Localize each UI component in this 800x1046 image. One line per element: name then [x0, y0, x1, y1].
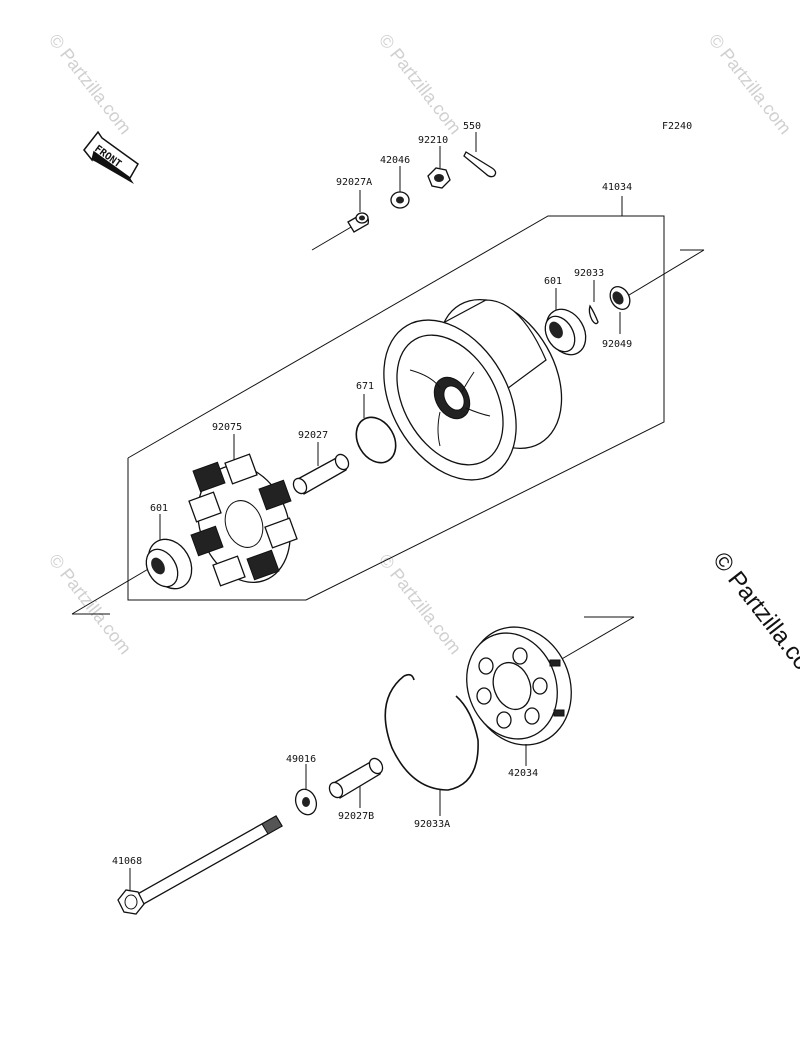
label-41068: 41068	[112, 856, 142, 867]
watermark: © Partzilla.com	[375, 30, 465, 138]
coupling-42034	[466, 626, 572, 766]
watermark: © Partzilla.com	[375, 550, 465, 658]
axle-41068	[117, 815, 283, 915]
seal-92049	[609, 286, 631, 334]
collar-92027	[292, 442, 350, 495]
damper-92075	[188, 434, 298, 587]
bearing-601-top	[544, 288, 587, 356]
label-92075: 92075	[212, 422, 242, 433]
cotter-pin-550	[463, 132, 497, 178]
label-92027B: 92027B	[338, 811, 374, 822]
watermark: © Partzilla.com	[45, 550, 135, 658]
watermark-large: © Partzilla.com	[707, 547, 800, 691]
label-92210: 92210	[418, 135, 448, 146]
label-671: 671	[356, 381, 374, 392]
axis-line	[311, 222, 359, 251]
label-42034: 42034	[508, 768, 538, 779]
figure-code: F2240	[662, 121, 692, 132]
label-92033: 92033	[574, 268, 604, 279]
wheel-drum	[383, 298, 563, 481]
label-92027: 92027	[298, 430, 328, 441]
collar-92027A	[347, 190, 370, 233]
label-92033A: 92033A	[414, 819, 450, 830]
axis-line	[71, 567, 151, 615]
label-550: 550	[463, 121, 481, 132]
label-41034: 41034	[602, 182, 632, 193]
nut-92210	[427, 146, 451, 189]
label-92027A: 92027A	[336, 177, 372, 188]
label-92049: 92049	[602, 339, 632, 350]
washer-42046	[390, 166, 410, 209]
washer-49016	[294, 764, 318, 816]
circlip-92033A	[384, 673, 479, 816]
label-49016: 49016	[286, 754, 316, 765]
axis-line	[559, 616, 635, 661]
watermark: © Partzilla.com	[705, 30, 795, 138]
watermark: © Partzilla.com	[45, 30, 135, 138]
o-ring-671	[355, 394, 397, 464]
label-42046: 42046	[380, 155, 410, 166]
circlip-92033	[588, 280, 599, 325]
collar-92027B	[328, 757, 384, 808]
assembly-outline	[127, 196, 665, 601]
label-601-top: 601	[544, 276, 562, 287]
front-arrow-icon: FRONT	[83, 130, 139, 184]
bearing-601-left	[145, 514, 193, 590]
label-601-left: 601	[150, 503, 168, 514]
